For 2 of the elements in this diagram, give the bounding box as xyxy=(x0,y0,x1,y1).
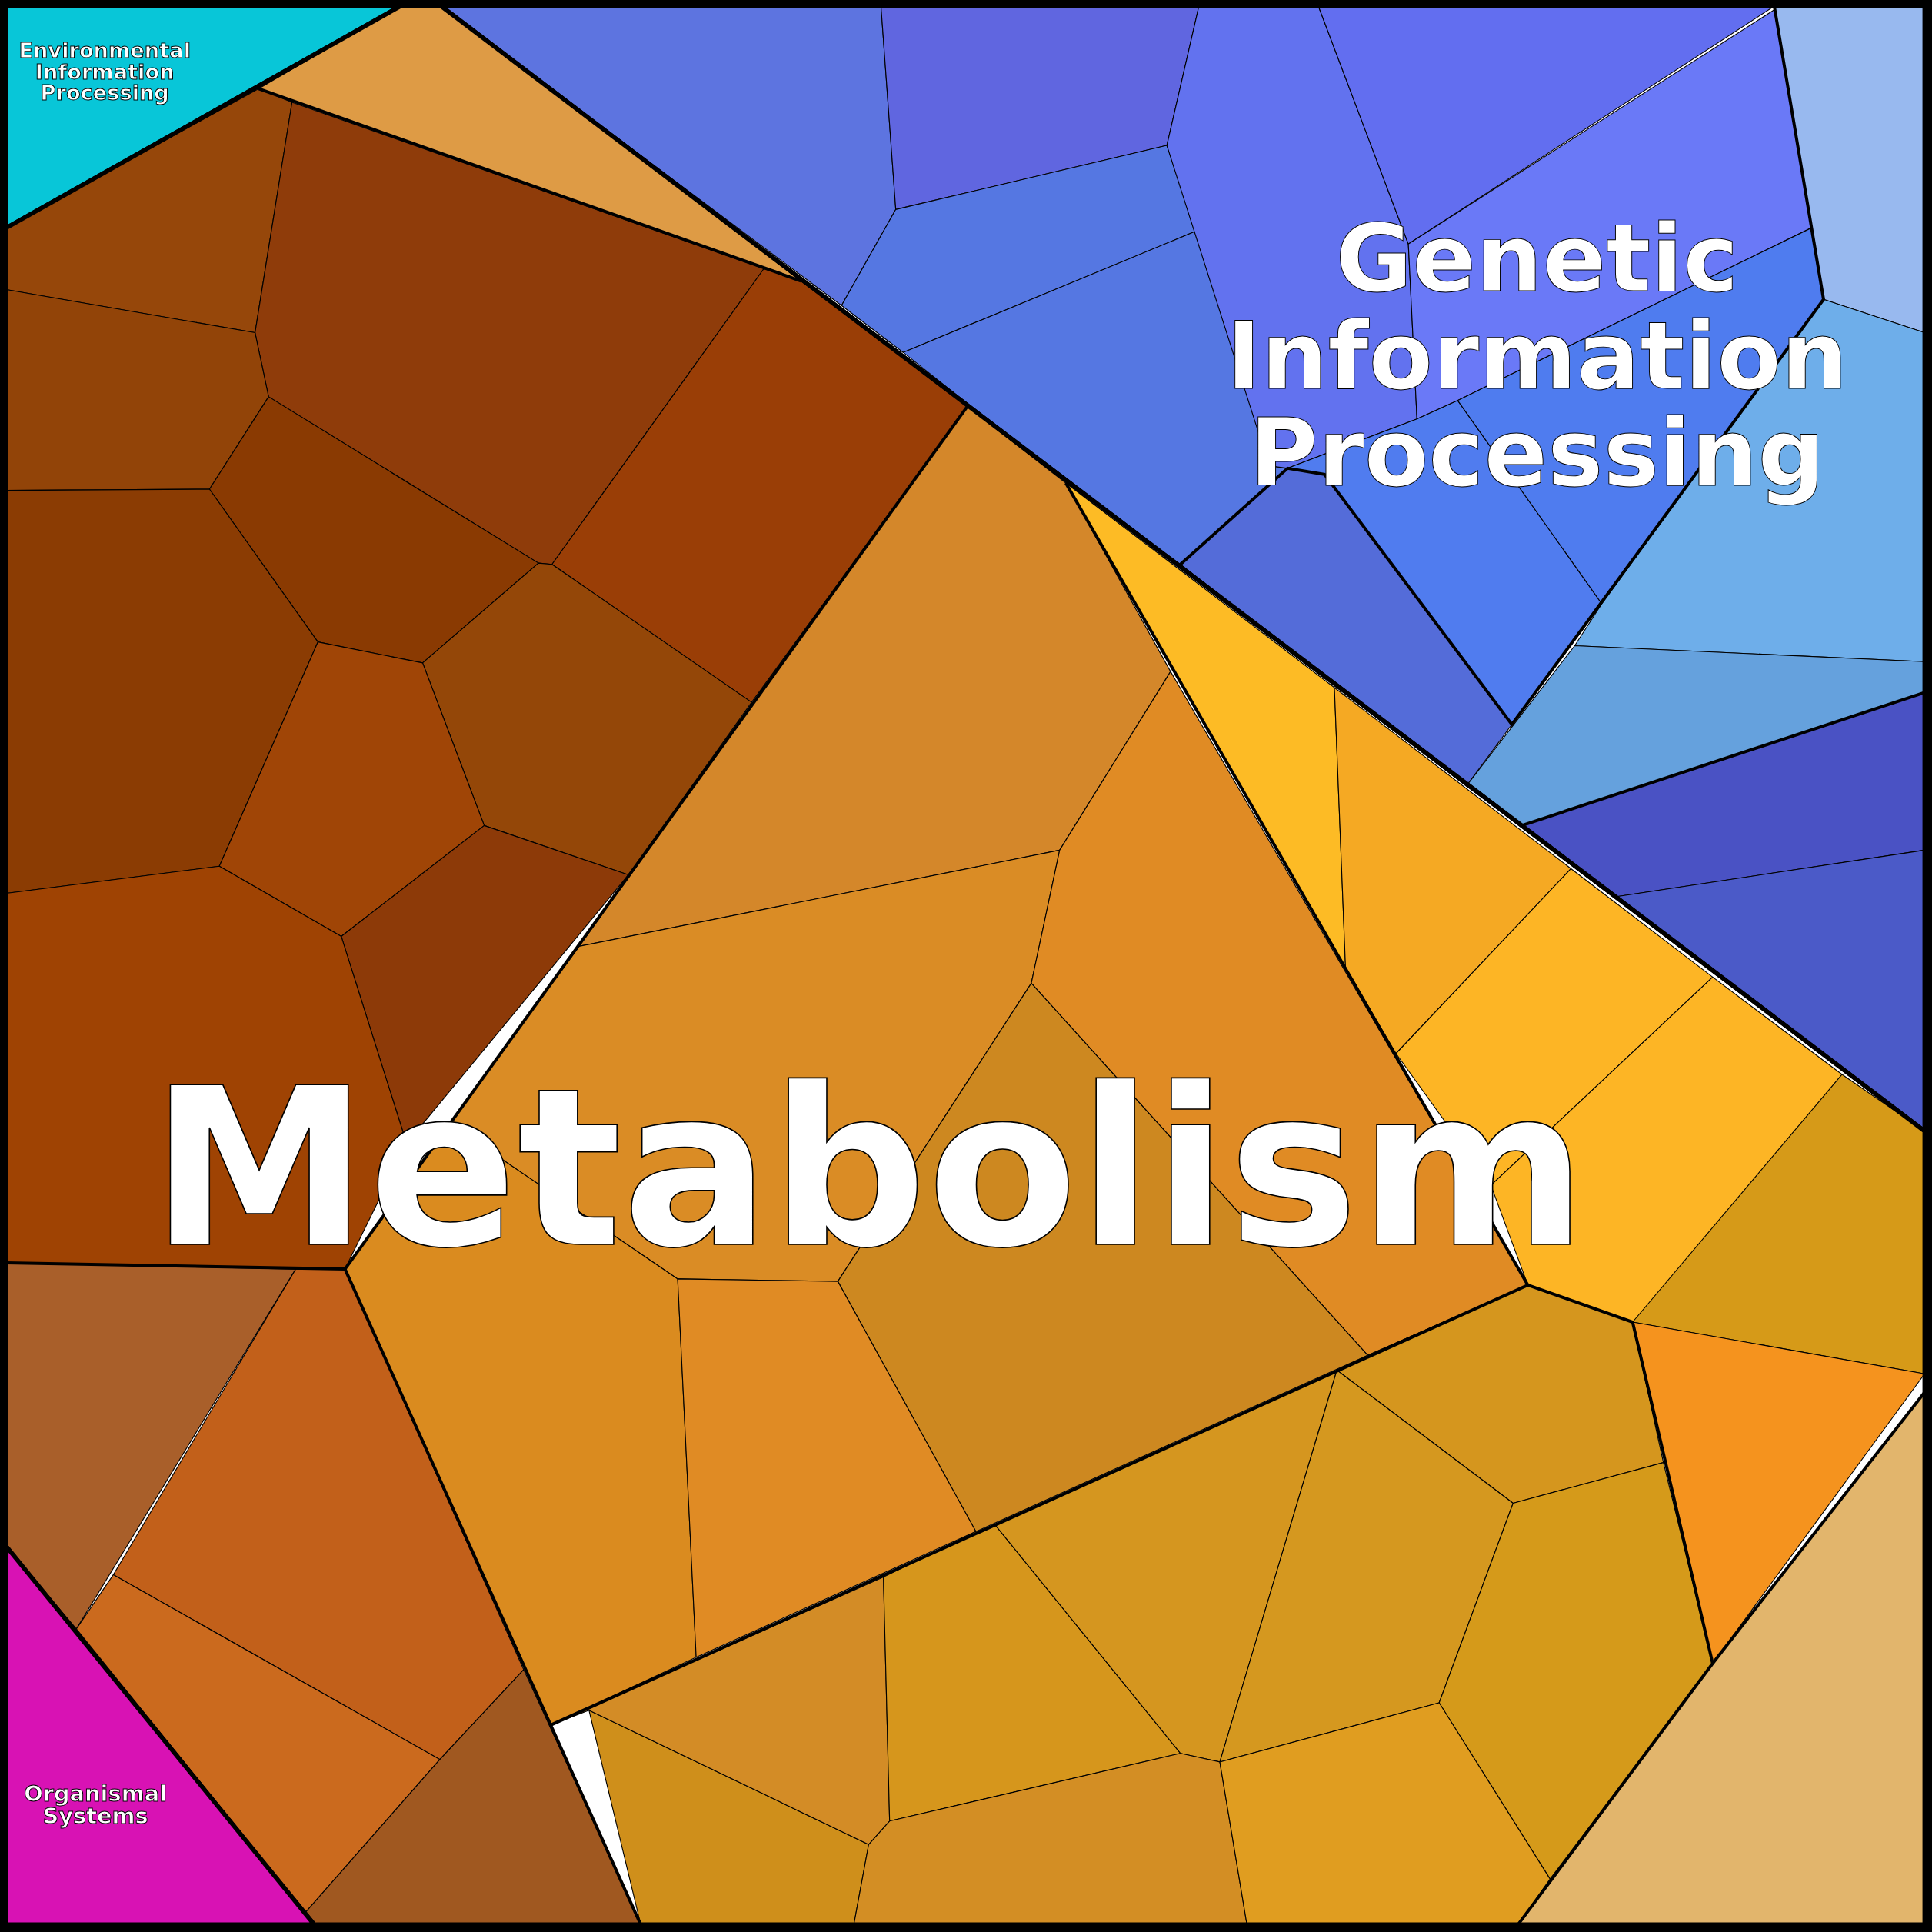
region-label: Environmental Information Processing xyxy=(18,40,192,104)
region-label: Organismal Systems xyxy=(23,1783,168,1827)
